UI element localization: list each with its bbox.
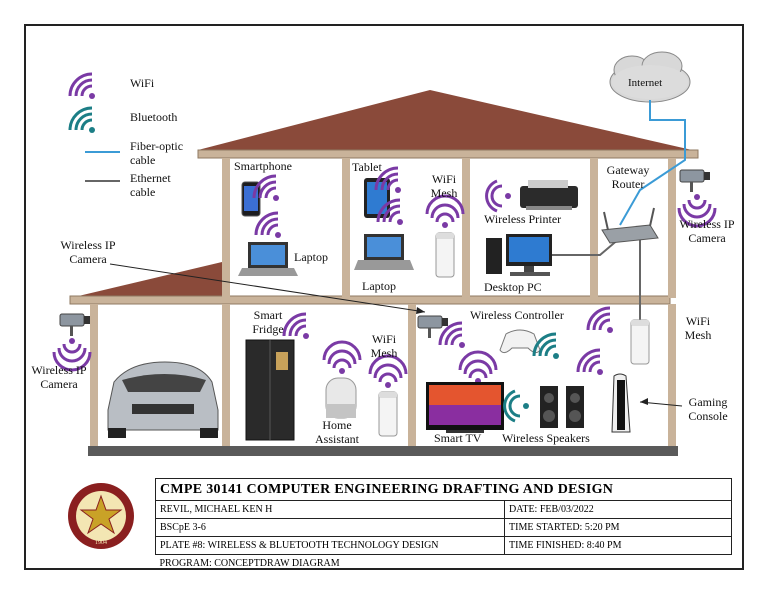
ip-camera-right-label: Wireless IP Camera [679,217,735,245]
bluetooth-icon [485,179,513,213]
legend-wifi-icon [68,72,97,101]
gaming-console-icon [611,373,631,433]
wifi-icon [425,194,465,230]
mesh-router-icon [630,319,650,365]
wifi-mesh-kitchen-label: WiFi Mesh [370,332,398,360]
gateway-router-icon [601,207,659,244]
ip-camera-mid-label: Wireless IP Camera [60,238,116,266]
ip-camera-right-icon [679,169,711,193]
wifi-icon [254,211,283,240]
title-block-program: PROGRAM: CONCEPTDRAW DIAGRAM [159,558,340,569]
mesh-router-icon [378,391,398,437]
smart-tv-label: Smart TV [434,431,482,445]
home-assistant-label: Home Assistant [314,418,359,446]
wifi-icon [576,348,605,377]
wireless-controller-label: Wireless Controller [470,308,564,322]
tablet-label: Tablet [352,160,382,174]
laptop-icon [354,234,414,270]
drawing-frame [24,24,744,570]
title-block-time-started: TIME STARTED: 5:20 PM [504,518,732,537]
desktop-pc-icon [486,234,552,276]
ground-floor-line [88,446,678,456]
laptop-upper-label: Laptop [294,250,328,264]
upper-eave [197,149,699,159]
wireless-printer-label: Wireless Printer [484,212,562,226]
smartphone-label: Smartphone [234,159,292,173]
title-block: CMPE 30141 COMPUTER ENGINEERING DRAFTING… [155,478,733,569]
title-block-section: BSCpE 3-6 [155,518,505,537]
printer-icon [520,180,578,210]
laptop-icon [238,242,298,276]
wifi-icon [586,306,615,335]
camera-pointer-line [109,263,426,313]
wifi-icon [458,350,498,386]
legend-bluetooth-label: Bluetooth [130,110,178,124]
speaker-icon [540,386,584,428]
smart-fridge-icon [245,339,295,441]
title-block-time-finished: TIME FINISHED: 8:40 PM [504,536,732,555]
ip-camera-left-label: Wireless IP Camera [31,363,87,391]
fiber-optic-cable [619,100,686,226]
bluetooth-icon [503,389,531,423]
mesh-router-icon [435,232,455,278]
wifi-icon [322,340,362,376]
wireless-speakers-label: Wireless Speakers [502,431,590,445]
legend-ethernet-label: Ethernet cable [130,171,171,199]
title-block-title: CMPE 30141 COMPUTER ENGINEERING DRAFTING… [155,478,732,501]
title-block-name: REVIL, MICHAEL KEN H [155,500,505,519]
legend-bluetooth-icon [68,106,97,135]
ethernet-cable-pc [552,237,621,256]
seal-year: 1904 [95,540,107,546]
lower-roof [70,262,222,298]
wifi-icon [368,354,408,390]
legend-fiber-label: Fiber-optic cable [130,139,184,167]
internet-label: Internet [628,77,663,89]
smart-tv-icon [426,382,504,433]
legend-wifi-label: WiFi [130,76,155,90]
university-seal-icon: 1904 [68,483,134,549]
home-assistant-icon [325,377,357,419]
smart-fridge-label: Smart Fridge [252,308,284,336]
ip-camera-left-icon [59,313,91,337]
internet-cloud-icon [609,51,691,103]
wifi-icon [438,321,467,350]
gaming-console-label: Gaming Console [688,395,728,423]
car-icon [107,361,219,438]
gateway-router-label: Gateway Router [606,163,650,191]
bluetooth-icon [532,332,561,361]
title-block-date: DATE: FEB/03/2022 [504,500,732,519]
wifi-mesh-top-label: WiFi Mesh [430,172,458,200]
desktop-pc-label: Desktop PC [484,280,542,294]
wifi-mesh-right-label: WiFi Mesh [684,314,712,342]
laptop-mid-label: Laptop [362,279,396,293]
lower-eave [69,295,671,305]
upper-roof [198,90,692,150]
title-block-plate: PLATE #8: WIRELESS & BLUETOOTH TECHNOLOG… [155,536,505,555]
